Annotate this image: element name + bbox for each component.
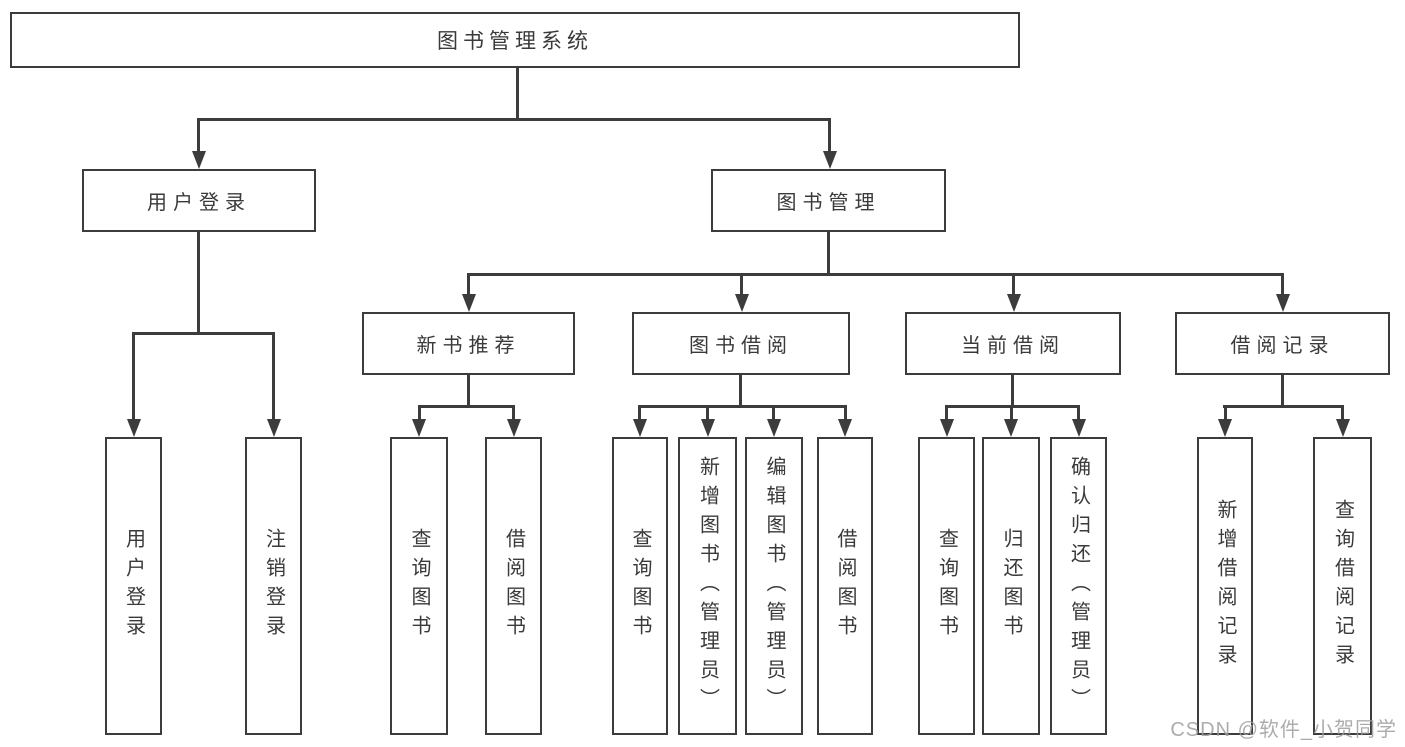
connector-stem-login-action	[132, 335, 135, 419]
connector-bookmgmt-horizontal	[467, 273, 1284, 276]
connector-userlogin-vertical	[197, 232, 200, 332]
arrowhead-down-icon	[1218, 419, 1232, 437]
connector-stem-book-management	[828, 121, 831, 151]
connector-stem-book-borrowing	[740, 276, 743, 294]
connector-newbook-vertical	[467, 375, 470, 405]
arrowhead-down-icon	[1004, 419, 1018, 437]
node-current-confirm-return-admin-label: 确认归还（管理员）	[1067, 455, 1090, 717]
node-user-login-label: 用户登录	[147, 192, 251, 214]
node-borrow-edit-books-admin: 编辑图书（管理员）	[745, 437, 803, 735]
connector-records-vertical	[1281, 375, 1284, 405]
node-borrow-add-books-admin-label: 新增图书（管理员）	[696, 455, 719, 717]
arrowhead-down-icon	[267, 419, 281, 437]
node-records-query-record-label: 查询借阅记录	[1331, 499, 1354, 673]
arrowhead-down-icon	[1007, 294, 1021, 312]
node-current-confirm-return-admin: 确认归还（管理员）	[1050, 437, 1107, 735]
node-new-book-recommend: 新书推荐	[362, 312, 575, 375]
node-user-login: 用户登录	[82, 169, 316, 232]
watermark: CSDN @软件_小贺同学	[1170, 719, 1397, 741]
node-new-book-recommend-label: 新书推荐	[416, 335, 521, 357]
arrowhead-down-icon	[127, 419, 141, 437]
node-current-query-books-label: 查询图书	[935, 528, 958, 644]
node-book-management-label: 图书管理	[776, 192, 881, 214]
connector-bookborrow-horizontal	[638, 405, 847, 408]
connector-stem-leaf	[706, 408, 709, 419]
node-root-label: 图书管理系统	[437, 30, 593, 53]
arrowhead-down-icon	[1276, 294, 1290, 312]
node-current-borrowing-label: 当前借阅	[961, 335, 1065, 357]
arrowhead-down-icon	[1336, 419, 1350, 437]
connector-records-horizontal	[1223, 405, 1344, 408]
node-logout-action: 注销登录	[245, 437, 302, 735]
connector-stem-leaf	[772, 408, 775, 419]
connector-newbook-horizontal	[418, 405, 515, 408]
node-logout-action-label: 注销登录	[262, 528, 285, 644]
node-newbook-query-books: 查询图书	[390, 437, 448, 735]
connector-bookborrow-vertical	[739, 375, 742, 405]
node-borrowing-records-label: 借阅记录	[1230, 335, 1335, 357]
arrowhead-down-icon	[412, 419, 426, 437]
connector-stem-borrowing-records	[1281, 276, 1284, 294]
node-borrow-query-books: 查询图书	[612, 437, 668, 735]
arrowhead-down-icon	[838, 419, 852, 437]
connector-root-vertical	[516, 67, 519, 121]
arrowhead-down-icon	[823, 151, 837, 169]
node-login-action-label: 用户登录	[122, 528, 145, 644]
connector-stem-user-login	[197, 121, 200, 151]
connector-stem-leaf	[418, 408, 421, 419]
connector-stem-leaf	[844, 408, 847, 419]
node-newbook-borrow-books-label: 借阅图书	[502, 528, 525, 644]
connector-stem-leaf	[1077, 408, 1080, 419]
node-book-borrowing-label: 图书借阅	[689, 335, 793, 357]
connector-stem-leaf	[638, 408, 641, 419]
node-current-return-books: 归还图书	[982, 437, 1040, 735]
connector-currentborrow-vertical	[1011, 375, 1014, 405]
connector-stem-leaf	[1341, 408, 1344, 419]
node-book-management: 图书管理	[711, 169, 946, 232]
node-newbook-borrow-books: 借阅图书	[485, 437, 542, 735]
node-current-query-books: 查询图书	[918, 437, 975, 735]
node-borrow-edit-books-admin-label: 编辑图书（管理员）	[763, 455, 785, 717]
connector-userlogin-horizontal	[132, 332, 275, 335]
node-borrow-add-books-admin: 新增图书（管理员）	[678, 437, 737, 735]
node-borrowing-records: 借阅记录	[1175, 312, 1390, 375]
node-book-borrowing: 图书借阅	[632, 312, 850, 375]
node-records-add-record: 新增借阅记录	[1197, 437, 1253, 735]
arrowhead-down-icon	[940, 419, 954, 437]
arrowhead-down-icon	[735, 294, 749, 312]
node-borrow-query-books-label: 查询图书	[629, 528, 651, 644]
arrowhead-down-icon	[767, 419, 781, 437]
node-borrow-borrow-books: 借阅图书	[817, 437, 873, 735]
connector-stem-current-borrowing	[1012, 276, 1015, 294]
connector-currentborrow-horizontal	[945, 405, 1080, 408]
connector-stem-leaf	[512, 408, 515, 419]
node-records-add-record-label: 新增借阅记录	[1214, 499, 1236, 673]
node-current-return-books-label: 归还图书	[1000, 528, 1022, 644]
connector-bookmgmt-vertical	[827, 232, 830, 273]
node-root: 图书管理系统	[10, 12, 1020, 68]
node-newbook-query-books-label: 查询图书	[408, 528, 430, 644]
arrowhead-down-icon	[192, 151, 206, 169]
connector-stem-logout-action	[272, 335, 275, 419]
arrowhead-down-icon	[1072, 419, 1086, 437]
arrowhead-down-icon	[462, 294, 476, 312]
connector-stem-leaf	[1010, 408, 1013, 419]
node-current-borrowing: 当前借阅	[905, 312, 1121, 375]
node-login-action: 用户登录	[105, 437, 162, 735]
arrowhead-down-icon	[507, 419, 521, 437]
arrowhead-down-icon	[633, 419, 647, 437]
node-records-query-record: 查询借阅记录	[1313, 437, 1372, 735]
node-borrow-borrow-books-label: 借阅图书	[834, 528, 856, 644]
connector-stem-leaf	[945, 408, 948, 419]
arrowhead-down-icon	[701, 419, 715, 437]
connector-root-horizontal	[197, 118, 831, 121]
connector-stem-leaf	[1224, 408, 1227, 419]
connector-stem-new-book	[467, 276, 470, 294]
